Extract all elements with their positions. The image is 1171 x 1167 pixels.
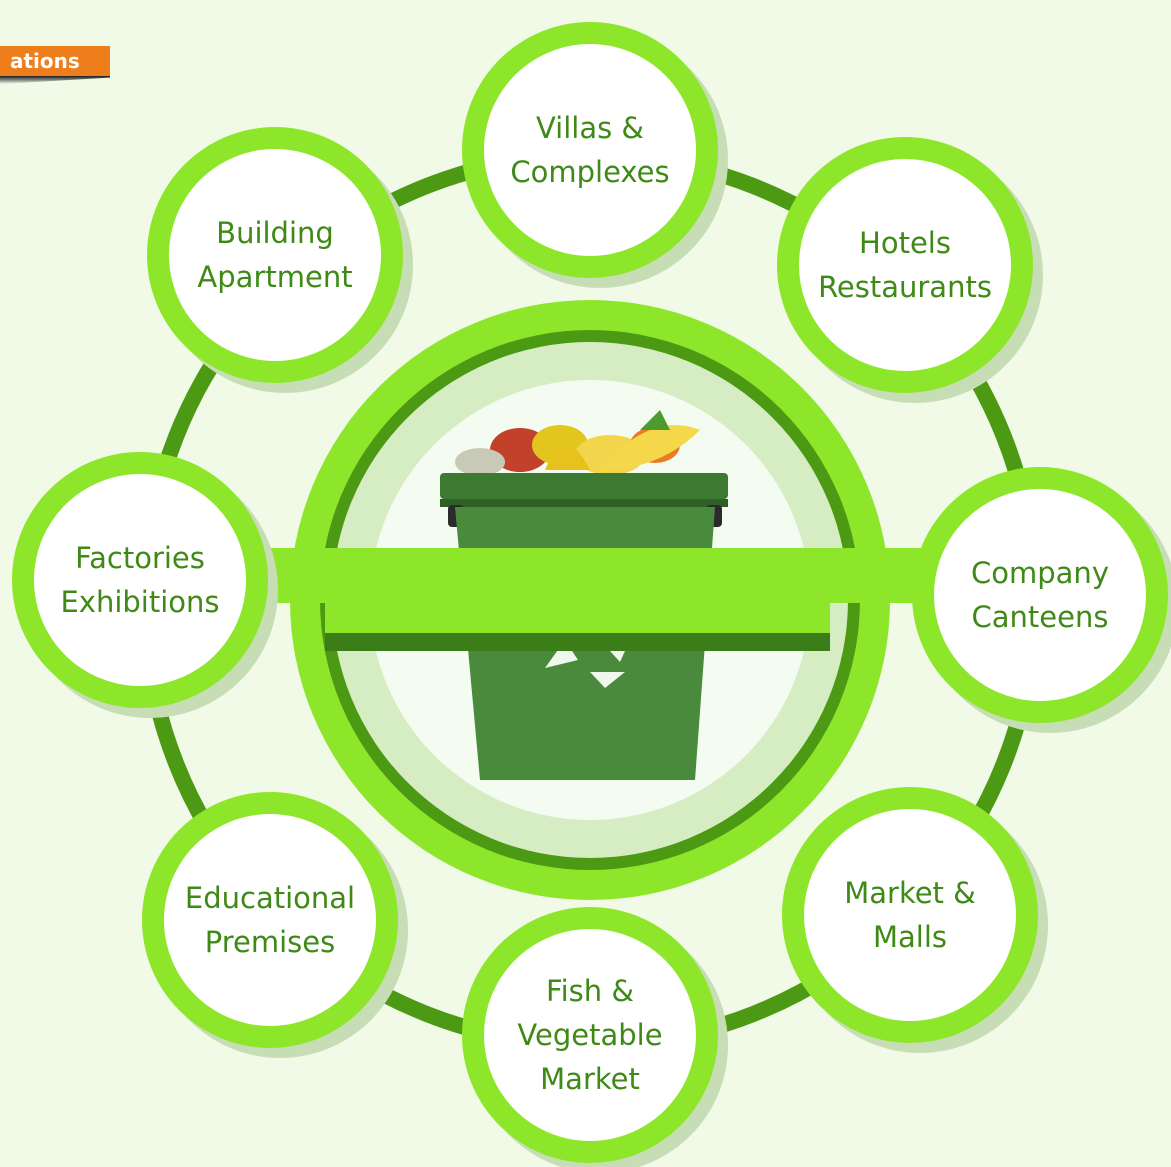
section-tag: ations: [0, 46, 110, 76]
node-label-line: Restaurants: [818, 270, 992, 304]
node-label-line: Building: [216, 216, 334, 250]
node-fill-canteens: [934, 489, 1146, 701]
node-label-line: Canteens: [971, 600, 1109, 634]
node-circles: [12, 22, 1171, 1167]
node-label-line: Hotels: [859, 226, 951, 260]
node-label-line: Apartment: [197, 260, 353, 294]
node-label-malls: Market & Malls: [810, 871, 1010, 959]
node-label-line: Complexes: [510, 155, 670, 189]
node-fill-factories: [34, 474, 246, 686]
node-fill-malls: [804, 809, 1016, 1021]
node-label-line: Market &: [844, 876, 976, 910]
node-label-line: Factories: [75, 541, 205, 575]
node-label-line: Malls: [872, 920, 947, 954]
node-fill-educational: [164, 814, 376, 1026]
node-label-line: Exhibitions: [60, 585, 220, 619]
band-bottom: [325, 603, 830, 633]
node-label-line: Educational: [184, 881, 356, 915]
node-label-line: Vegetable: [517, 1018, 663, 1052]
node-label-line: Company: [971, 556, 1109, 590]
node-label-line: Fish &: [546, 974, 634, 1008]
tag-shadow: [0, 76, 110, 84]
node-fill-fish-market: [484, 929, 696, 1141]
node-fill-villas: [484, 44, 696, 256]
node-label-villas: Villas & Complexes: [490, 106, 690, 194]
node-fill-building: [169, 149, 381, 361]
node-label-line: Market: [540, 1062, 640, 1096]
node-label-line: Villas &: [535, 111, 645, 145]
node-label-line: Premises: [204, 925, 336, 959]
node-fill-hotels: [799, 159, 1011, 371]
